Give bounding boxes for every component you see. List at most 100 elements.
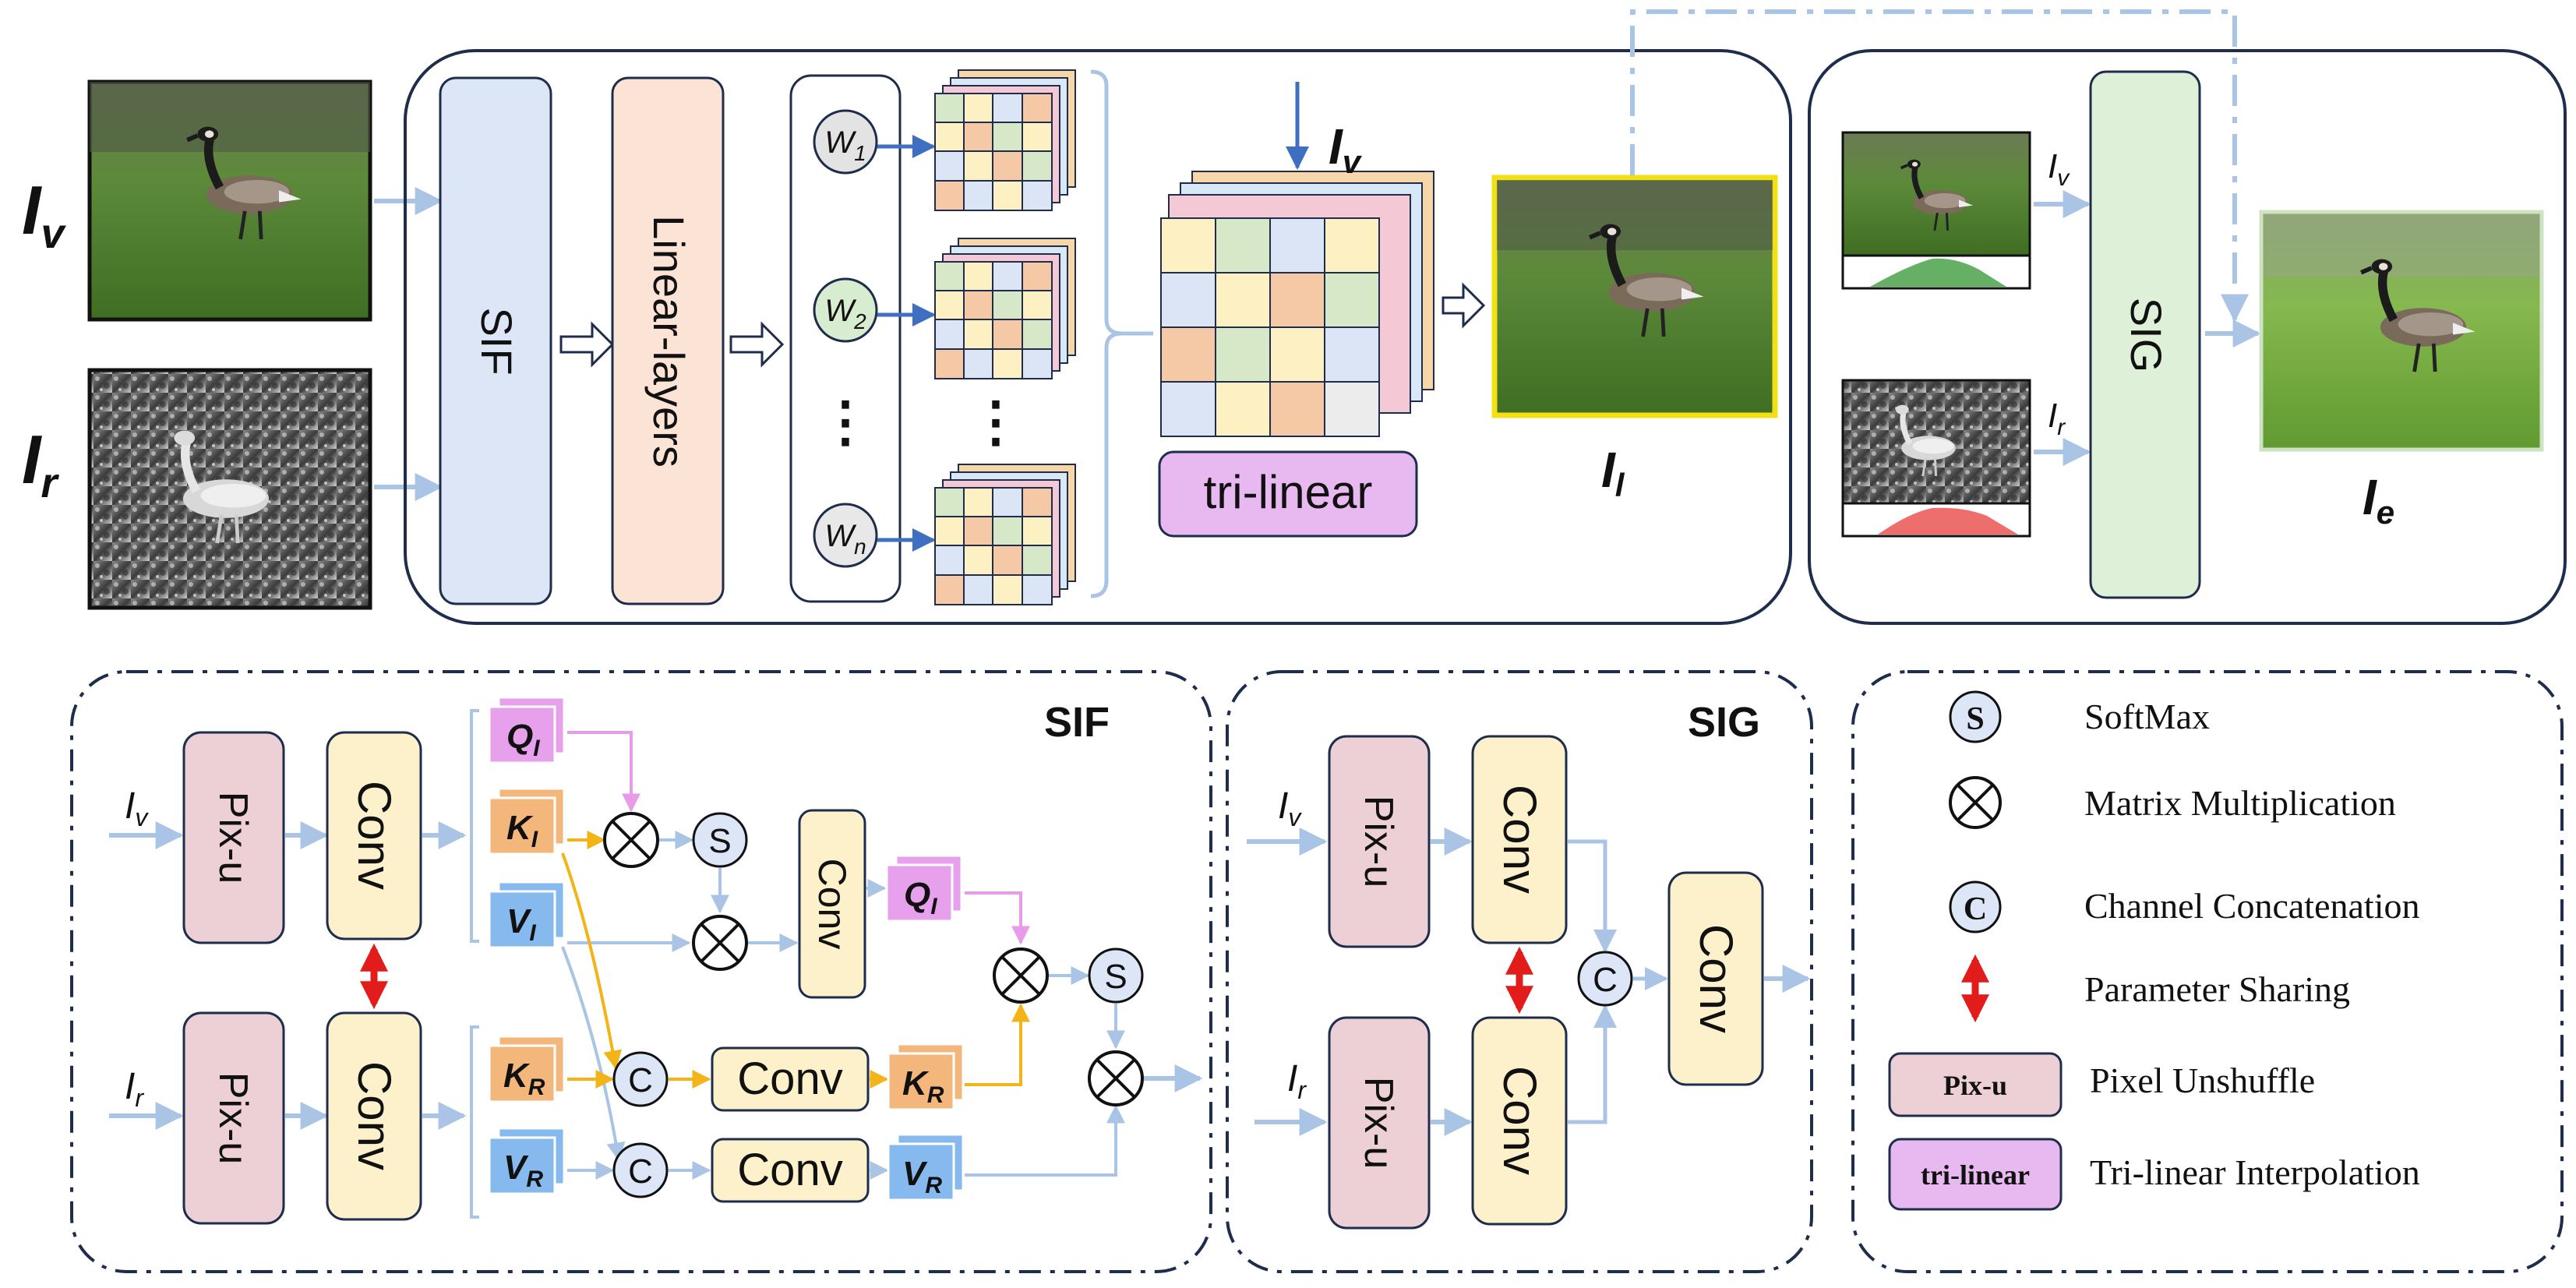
infrared-image xyxy=(87,368,372,610)
sif-q2-token: QI xyxy=(885,854,963,923)
sif-conv-vr-label: Conv xyxy=(737,1145,842,1195)
weights-ellipsis: ⋮ xyxy=(818,391,873,452)
sif-conv-mid-label: Conv xyxy=(810,859,854,950)
svg-text:KR: KR xyxy=(503,1057,545,1100)
svg-text:Pixel Unshuffle: Pixel Unshuffle xyxy=(2090,1060,2315,1100)
sif-detail-frame xyxy=(70,670,1212,1273)
input-iv-label: Iv xyxy=(22,171,66,257)
svg-text:Matrix Multiplication: Matrix Multiplication xyxy=(2084,783,2396,823)
sif-pixu-top xyxy=(182,731,285,944)
sif-vr-token: VR xyxy=(488,1127,566,1195)
legend-trilinear: tri-linear Tri-linear Interpolation xyxy=(1888,1138,2420,1211)
sif-k-token: KI xyxy=(488,787,566,856)
sif-v-token: VI xyxy=(488,880,566,949)
weight-w1: W1 xyxy=(813,109,878,175)
svg-text:tri-linear: tri-linear xyxy=(1921,1159,2030,1191)
sig-detail-ir-label: Ir xyxy=(1287,1058,1307,1104)
sif-matmul-4 xyxy=(1088,1050,1144,1106)
sif-conv-kr xyxy=(711,1046,870,1112)
svg-text:S: S xyxy=(1104,958,1127,996)
sif-conv-vr xyxy=(711,1138,870,1203)
sif-conv-mid xyxy=(798,809,866,999)
sig-detail-title: SIG xyxy=(1688,699,1760,746)
output-ie-label: Ie xyxy=(2363,469,2394,531)
sig-visible-image xyxy=(1841,131,2031,290)
sif-pixu-top-label: Pix-u xyxy=(210,792,256,884)
visible-image xyxy=(87,79,372,322)
sif-detail-title: SIF xyxy=(1044,699,1110,746)
svg-text:QI: QI xyxy=(506,718,540,761)
sif-pixu-bottom xyxy=(182,1011,285,1225)
sig-concat: C xyxy=(1577,951,1633,1007)
sif-ir-label: Ir xyxy=(125,1066,144,1112)
svg-text:C: C xyxy=(628,1061,653,1099)
sig-conv-top xyxy=(1471,735,1568,944)
sif-conv-top xyxy=(326,731,422,940)
svg-text:Pix-u: Pix-u xyxy=(1943,1070,2007,1101)
sig-conv-final xyxy=(1667,871,1764,1086)
sif-matmul-1 xyxy=(603,812,659,868)
legend-param-share: Parameter Sharing xyxy=(1961,954,2350,1023)
sif-kr2-token: KR xyxy=(887,1043,965,1111)
svg-text:C: C xyxy=(1964,891,1987,927)
sif-softmax-1: S xyxy=(692,812,748,868)
sig-conv-bottom xyxy=(1471,1016,1568,1226)
svg-text:W2: W2 xyxy=(824,294,866,333)
sig-ir-label: Ir xyxy=(2048,397,2066,440)
weight-wn: Wn xyxy=(813,503,878,568)
sif-kr-token: KR xyxy=(488,1035,566,1103)
linear-layers-block xyxy=(611,76,725,605)
legend-matmul: Matrix Multiplication xyxy=(1949,776,2396,829)
sig-pixu-top-label: Pix-u xyxy=(1356,796,1401,887)
sif-concat-1: C xyxy=(612,1051,669,1107)
svg-text:C: C xyxy=(628,1152,653,1191)
sif-matmul-3 xyxy=(993,947,1049,1004)
svg-text:Parameter Sharing: Parameter Sharing xyxy=(2084,969,2350,1009)
lut-ellipsis: ⋮ xyxy=(969,391,1023,452)
sif-vr2-token: VR xyxy=(887,1133,965,1202)
linear-layers-label: Linear-layers xyxy=(644,215,693,468)
sif-conv-bottom xyxy=(326,1011,422,1221)
legend-concat: C Channel Concatenation xyxy=(1949,880,2420,933)
sif-conv-bottom-label: Conv xyxy=(348,1061,401,1170)
svg-text:QI: QI xyxy=(904,876,937,919)
weight-w2: W2 xyxy=(813,277,878,343)
svg-text:S: S xyxy=(708,822,731,860)
input-ir-label: Ir xyxy=(22,421,59,506)
sif-block xyxy=(439,76,552,605)
output-il-label: Il xyxy=(1601,442,1625,503)
svg-text:Channel Concatenation: Channel Concatenation xyxy=(2084,886,2420,926)
svg-text:VR: VR xyxy=(902,1155,942,1198)
trilinear-box xyxy=(1158,450,1418,538)
svg-text:SoftMax: SoftMax xyxy=(2084,697,2210,736)
sif-block-label: SIF xyxy=(472,307,521,375)
sig-block-label: SIG xyxy=(2122,298,2171,372)
sig-conv-final-label: Conv xyxy=(1690,924,1742,1033)
svg-text:VR: VR xyxy=(503,1149,543,1192)
trilinear-lut xyxy=(1160,171,1434,437)
svg-text:C: C xyxy=(1593,961,1618,999)
trilinear-input-label: Iv xyxy=(1329,118,1363,180)
sig-frame xyxy=(1808,49,2567,625)
svg-text:S: S xyxy=(1966,701,1984,737)
sif-conv-top-label: Conv xyxy=(348,781,401,890)
sif-matmul-2 xyxy=(692,915,748,971)
sig-iv-label: Iv xyxy=(2048,147,2070,191)
trilinear-box-label: tri-linear xyxy=(1204,466,1373,518)
sig-detail-frame xyxy=(1226,670,1813,1273)
svg-text:VI: VI xyxy=(506,902,536,946)
sif-q-token: QI xyxy=(488,696,566,764)
legend-softmax: S SoftMax xyxy=(1949,690,2210,743)
svg-text:Tri-linear Interpolation: Tri-linear Interpolation xyxy=(2090,1152,2420,1192)
lut-brace xyxy=(1090,69,1123,598)
sig-conv-bottom-label: Conv xyxy=(1494,1066,1546,1175)
sig-pixu-bottom-label: Pix-u xyxy=(1356,1077,1401,1169)
sig-detail-iv-label: Iv xyxy=(1278,785,1302,831)
image-ie xyxy=(2259,210,2544,452)
sif-softmax-2: S xyxy=(1088,947,1144,1004)
sif-concat-2: C xyxy=(612,1142,669,1198)
svg-text:KR: KR xyxy=(902,1064,944,1108)
sif-conv-kr-label: Conv xyxy=(737,1053,842,1104)
sif-iv-label: Iv xyxy=(125,785,149,831)
sig-pixu-bottom xyxy=(1328,1016,1431,1230)
